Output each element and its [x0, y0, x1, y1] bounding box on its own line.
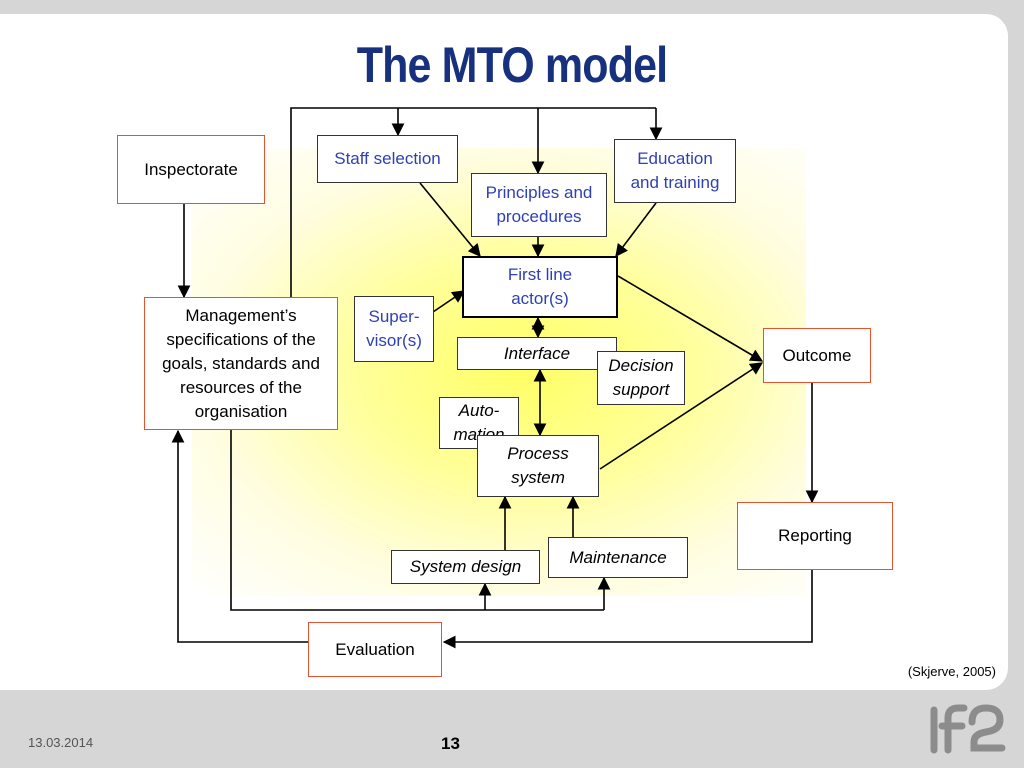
source-citation: (Skjerve, 2005) — [907, 664, 996, 679]
staff-selection-box: Staff selection — [317, 135, 458, 183]
reporting-box: Reporting — [737, 502, 893, 570]
inspectorate-box: Inspectorate — [117, 135, 265, 204]
edge-supervisor-to-actor — [432, 290, 466, 313]
system-design-box: System design — [391, 550, 540, 584]
page-number: 13 — [441, 734, 460, 753]
interface-box: Interface — [457, 337, 617, 370]
edge-management-to-top — [290, 107, 656, 297]
ife-logo-icon — [930, 704, 1006, 754]
edge-actor-to-outcome — [617, 275, 764, 362]
education-box: Education and training — [614, 139, 736, 203]
management-box: Management’s specifications of the goals… — [144, 297, 338, 430]
principles-box: Principles and procedures — [471, 173, 607, 237]
decision-support-box: Decision support — [597, 351, 685, 405]
edge-education-to-actor — [615, 202, 657, 258]
footer-date: 13.03.2014 — [28, 735, 94, 750]
outcome-box: Outcome — [763, 328, 871, 383]
process-system-box: Process system — [477, 435, 599, 497]
edge-staff-to-actor — [419, 182, 481, 257]
evaluation-box: Evaluation — [308, 622, 442, 677]
slide-title: The MTO model — [356, 37, 668, 93]
edge-reporting-to-evaluation — [442, 570, 813, 649]
edge-management-bottom-loop — [230, 430, 604, 611]
supervisor-box: Super-visor(s) — [354, 296, 434, 362]
edge-process-to-outcome — [599, 362, 764, 470]
first-line-actor-box: First line actor(s) — [462, 256, 618, 318]
edge-evaluation-to-management — [171, 429, 308, 643]
maintenance-box: Maintenance — [548, 537, 688, 578]
